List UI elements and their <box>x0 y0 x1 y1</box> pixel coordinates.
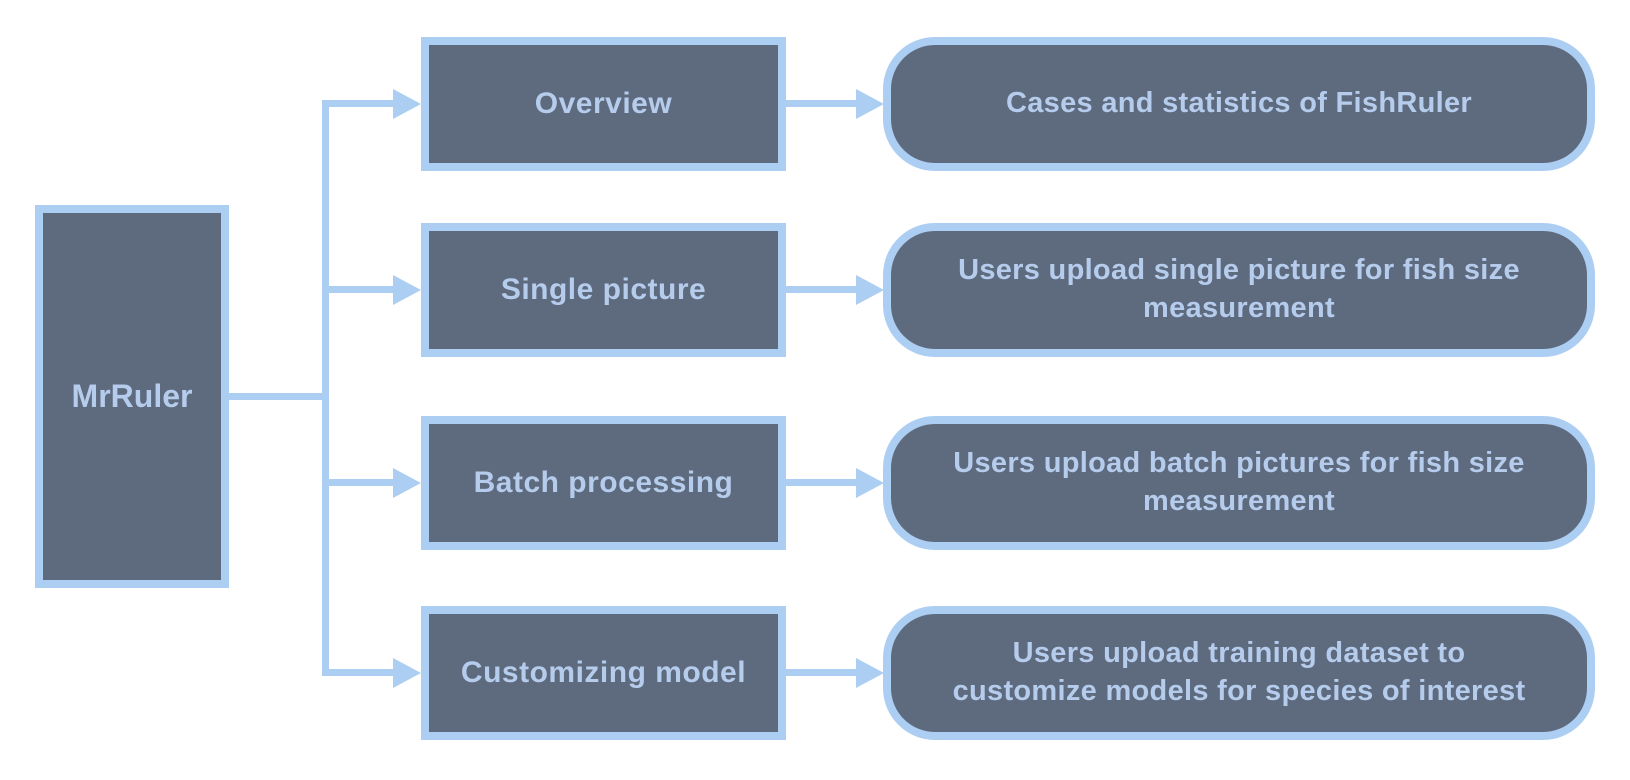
branch-node-batch-processing: Batch processing <box>421 416 786 550</box>
description-node-batch-processing: Users upload batch pictures for fish siz… <box>883 416 1595 550</box>
arrow-right-icon <box>856 658 884 688</box>
root-node-mrruler: MrRuler <box>35 205 229 588</box>
description-connector-line <box>784 669 858 676</box>
branch-node-label: Customizing model <box>460 656 747 689</box>
arrow-right-icon <box>856 275 884 305</box>
branch-node-customizing-model: Customizing model <box>421 606 786 740</box>
description-text-line: measurement <box>1143 485 1335 517</box>
description-text-line: Users upload training dataset to <box>1012 637 1466 670</box>
arrow-right-icon <box>393 658 421 688</box>
description-connector-line <box>784 100 858 107</box>
arrow-right-icon <box>393 89 421 119</box>
description-connector-line <box>784 479 858 486</box>
arrow-right-icon <box>856 89 884 119</box>
description-node-single-picture: Users upload single picture for fish siz… <box>883 223 1595 357</box>
description-text-line: measurement <box>1143 292 1335 324</box>
branch-connector-line <box>322 100 395 107</box>
branch-connector-line <box>322 479 395 486</box>
arrow-right-icon <box>856 468 884 498</box>
description-node-overview: Cases and statistics of FishRuler <box>883 37 1595 171</box>
arrow-right-icon <box>393 468 421 498</box>
branch-node-overview: Overview <box>421 37 786 171</box>
root-node-label: MrRuler <box>71 378 193 414</box>
branch-node-single-picture: Single picture <box>421 223 786 357</box>
branch-node-label: Single picture <box>500 273 707 306</box>
description-text-line: Users upload batch pictures for fish siz… <box>953 447 1525 480</box>
description-text-line: Cases and statistics of FishRuler <box>1006 87 1472 120</box>
branch-node-label: Batch processing <box>473 466 734 499</box>
root-connector-line <box>226 393 326 400</box>
description-text-line: Users upload single picture for fish siz… <box>958 254 1520 287</box>
branch-connector-line <box>322 286 395 293</box>
branch-connector-line <box>322 669 395 676</box>
branch-node-label: Overview <box>534 87 673 120</box>
description-connector-line <box>784 286 858 293</box>
description-node-customizing-model: Users upload training dataset to customi… <box>883 606 1595 740</box>
trunk-connector-line <box>322 100 329 676</box>
arrow-right-icon <box>393 275 421 305</box>
description-text-line: customize models for species of interest <box>952 675 1526 707</box>
